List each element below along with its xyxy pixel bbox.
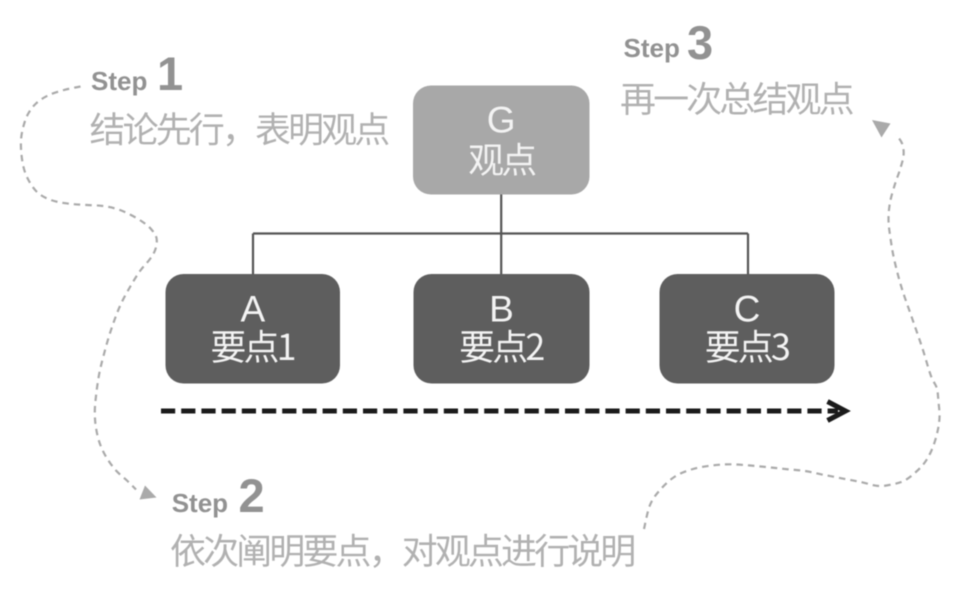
svg-text:1: 1: [157, 47, 183, 100]
svg-text:Step: Step: [91, 66, 147, 96]
svg-text:Step: Step: [172, 488, 228, 518]
svg-text:3: 3: [687, 16, 713, 69]
svg-text:Step: Step: [624, 33, 680, 63]
svg-text:C: C: [734, 289, 761, 330]
svg-text:A: A: [240, 289, 265, 330]
svg-text:2: 2: [239, 469, 265, 522]
svg-text:G: G: [487, 100, 516, 141]
svg-text:B: B: [489, 289, 514, 330]
